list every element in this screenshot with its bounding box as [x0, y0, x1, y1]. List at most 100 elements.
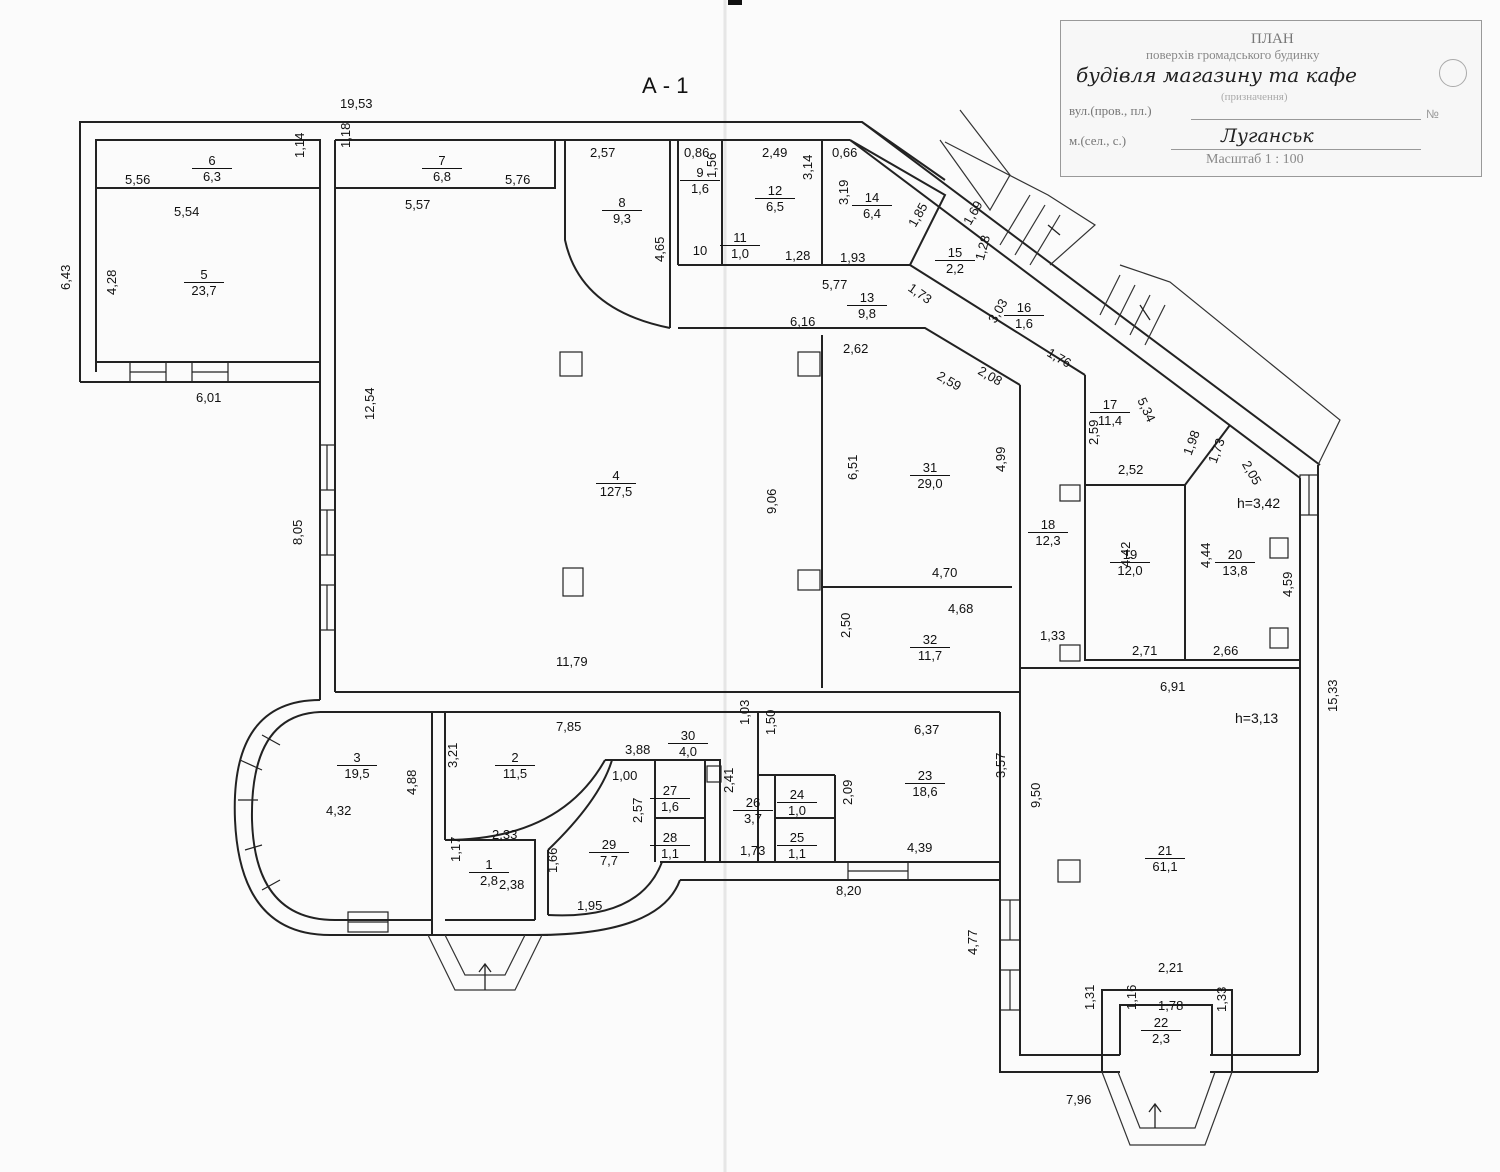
room-area: 18,6 [912, 784, 938, 799]
room-number: 11 [720, 230, 760, 246]
entry-arrows [478, 224, 1162, 1128]
dimension-label: 6,37 [914, 722, 940, 737]
dimension-label: 1,03 [737, 699, 752, 725]
room-number: 12 [755, 183, 795, 199]
dimension-label: 6,16 [790, 314, 816, 329]
room-number: 1 [469, 857, 509, 873]
dimension-label: 2,57 [630, 797, 645, 823]
dimension-label: 2,33 [492, 827, 518, 842]
room-number: 6 [192, 153, 232, 169]
room-number: 22 [1141, 1015, 1181, 1031]
room-area: 7,7 [599, 853, 619, 868]
dimension-label: 2,09 [840, 779, 855, 805]
dimension-label: 8,05 [290, 519, 305, 545]
dimension-label: 5,57 [405, 197, 431, 212]
dimension-label: 1,93 [840, 250, 866, 265]
room-number: 19 [1110, 547, 1150, 563]
windows [129, 351, 1319, 1011]
room-area: 127,5 [599, 484, 633, 499]
dimension-label: 4,65 [652, 236, 667, 262]
dimension-label: 0,86 [684, 145, 710, 160]
room-area: 23,7 [191, 283, 217, 298]
room-area: 2,8 [479, 873, 499, 888]
dimension-label: 12,54 [362, 387, 377, 420]
dimension-label: 1,33 [1040, 628, 1066, 643]
dimension-label: 1,66 [545, 847, 560, 873]
room-number: 24 [777, 787, 817, 803]
room-number: 25 [777, 830, 817, 846]
room-area: 6,5 [765, 199, 785, 214]
stamp-scale: Масштаб 1 : 100 [1206, 152, 1304, 167]
dimension-label: 4,28 [104, 269, 119, 295]
dimension-label: 19,53 [340, 96, 373, 111]
room-area: 4,0 [678, 744, 698, 759]
room-area: 1,1 [660, 846, 680, 861]
dimension-label: 1,14 [292, 132, 307, 158]
dimension-label: 1,18 [338, 122, 353, 148]
dimension-label: 3,57 [993, 752, 1008, 778]
room-area: 1,6 [690, 181, 710, 196]
room-number: 15 [935, 245, 975, 261]
ceiling-height-label: h=3,42 [1237, 495, 1281, 511]
dimension-label: 6,01 [196, 390, 222, 405]
dimension-label: 0,66 [832, 145, 858, 160]
dimension-label: 2,62 [843, 341, 869, 356]
stamp-city-label: м.(сел., с.) [1069, 133, 1127, 148]
dimension-label: 1,16 [1124, 984, 1139, 1010]
room-area: 6,3 [202, 169, 222, 184]
room-number: 31 [910, 460, 950, 476]
room-area: 2,3 [1151, 1031, 1171, 1046]
dimension-label: 2,38 [499, 877, 525, 892]
room-number: 8 [602, 195, 642, 211]
stamp-street-label: вул.(пров., пл.) [1069, 103, 1152, 118]
dimension-label: 5,54 [174, 204, 200, 219]
dimension-label: 3,88 [625, 742, 651, 757]
dimension-label: 1,56 [704, 152, 719, 178]
dimension-label: 4,88 [404, 769, 419, 795]
room-number: 2 [495, 750, 535, 766]
room-area: 6,8 [432, 169, 452, 184]
sheet-label: А - 1 [642, 73, 689, 98]
room-area: 1,1 [787, 846, 807, 861]
dimension-label: 7,96 [1066, 1092, 1092, 1107]
walls [79, 109, 1341, 1146]
dimension-label: 4,39 [907, 840, 933, 855]
dimension-label: 11,79 [556, 654, 588, 669]
dimension-label: 5,56 [125, 172, 151, 187]
room-area: 11,5 [502, 766, 528, 781]
dimension-label: 1,28 [785, 248, 811, 263]
room-number: 9 [680, 165, 720, 181]
room-number: 5 [184, 267, 224, 283]
room-area: 1,0 [787, 803, 807, 818]
dimension-label: 1,50 [763, 709, 778, 735]
dimension-label: 1,33 [1214, 986, 1229, 1012]
room-number: 32 [910, 632, 950, 648]
room-area: 19,5 [344, 766, 370, 781]
dimension-label: 1,78 [1158, 998, 1184, 1013]
ceiling-height-label: h=3,13 [1235, 710, 1279, 726]
dimension-label: 2,49 [762, 145, 788, 160]
dimension-label: 1,73 [740, 843, 766, 858]
stamp-city: Луганськ [1221, 125, 1314, 147]
room-number: 21 [1145, 843, 1185, 859]
dimension-label: 1,17 [448, 836, 463, 862]
